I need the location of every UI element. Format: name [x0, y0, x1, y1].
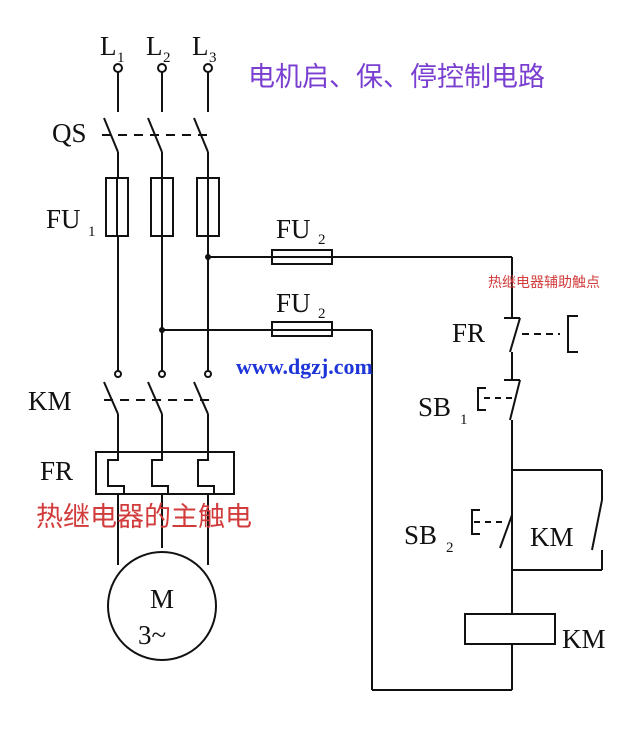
label-l3: L	[192, 31, 209, 61]
fr-heater-2	[151, 452, 169, 494]
label-sb2-sub: 2	[446, 540, 454, 556]
label-fr-main: FR	[40, 456, 73, 486]
motor-label-3phase: 3~	[138, 620, 166, 650]
km-terminal-1	[114, 370, 122, 378]
label-km-coil: KM	[562, 624, 606, 654]
label-sb1: SB	[418, 392, 451, 422]
sb1-contact	[509, 379, 521, 421]
km-main-contact-1	[103, 381, 119, 415]
label-km-main: KM	[28, 386, 72, 416]
label-fu2-top-sub: 2	[318, 232, 326, 248]
watermark: www.dgzj.com	[236, 354, 373, 379]
wiring	[95, 72, 603, 691]
fr-heater-3	[197, 452, 215, 494]
label-l1-sub: 1	[117, 50, 125, 66]
terminal-l3	[203, 63, 213, 73]
label-fu1-sub: 1	[88, 224, 96, 240]
label-l3-sub: 3	[209, 50, 217, 66]
sb1-actuator	[477, 387, 486, 411]
terminals	[113, 63, 213, 378]
label-sb2: SB	[404, 520, 437, 550]
km-aux-contact	[591, 499, 603, 551]
annotation-fr-main: 热继电器的主触电	[36, 502, 252, 533]
label-fu2-bot-sub: 2	[318, 306, 326, 322]
label-fu2-top: FU	[276, 214, 311, 244]
km-terminal-2	[158, 370, 166, 378]
motor-circle	[107, 551, 217, 661]
km-main-contact-2	[147, 381, 163, 415]
fr-main-box	[95, 451, 235, 495]
annotation-fr-aux: 热继电器辅助触点	[488, 275, 600, 291]
label-qs: QS	[52, 118, 87, 148]
terminal-l2	[157, 63, 167, 73]
label-km-aux: KM	[530, 522, 574, 552]
label-fu2-bot: FU	[276, 288, 311, 318]
fr-aux-contact	[509, 317, 521, 353]
fr-heater-1	[107, 452, 125, 494]
label-fr-ctrl: FR	[452, 318, 485, 348]
label-l1: L	[100, 31, 117, 61]
km-coil	[464, 613, 556, 645]
km-terminal-3	[204, 370, 212, 378]
sb2-actuator	[471, 509, 480, 535]
diagram-title: 电机启、保、停控制电路	[248, 62, 545, 93]
terminal-l1	[113, 63, 123, 73]
label-sb1-sub: 1	[460, 412, 468, 428]
label-fu1: FU	[46, 204, 81, 234]
motor-label-m: M	[150, 584, 174, 614]
label-l2: L	[146, 31, 163, 61]
junctions	[159, 254, 211, 333]
km-main-contact-3	[193, 381, 209, 415]
label-l2-sub: 2	[163, 50, 171, 66]
fr-aux-actuator	[567, 315, 578, 353]
